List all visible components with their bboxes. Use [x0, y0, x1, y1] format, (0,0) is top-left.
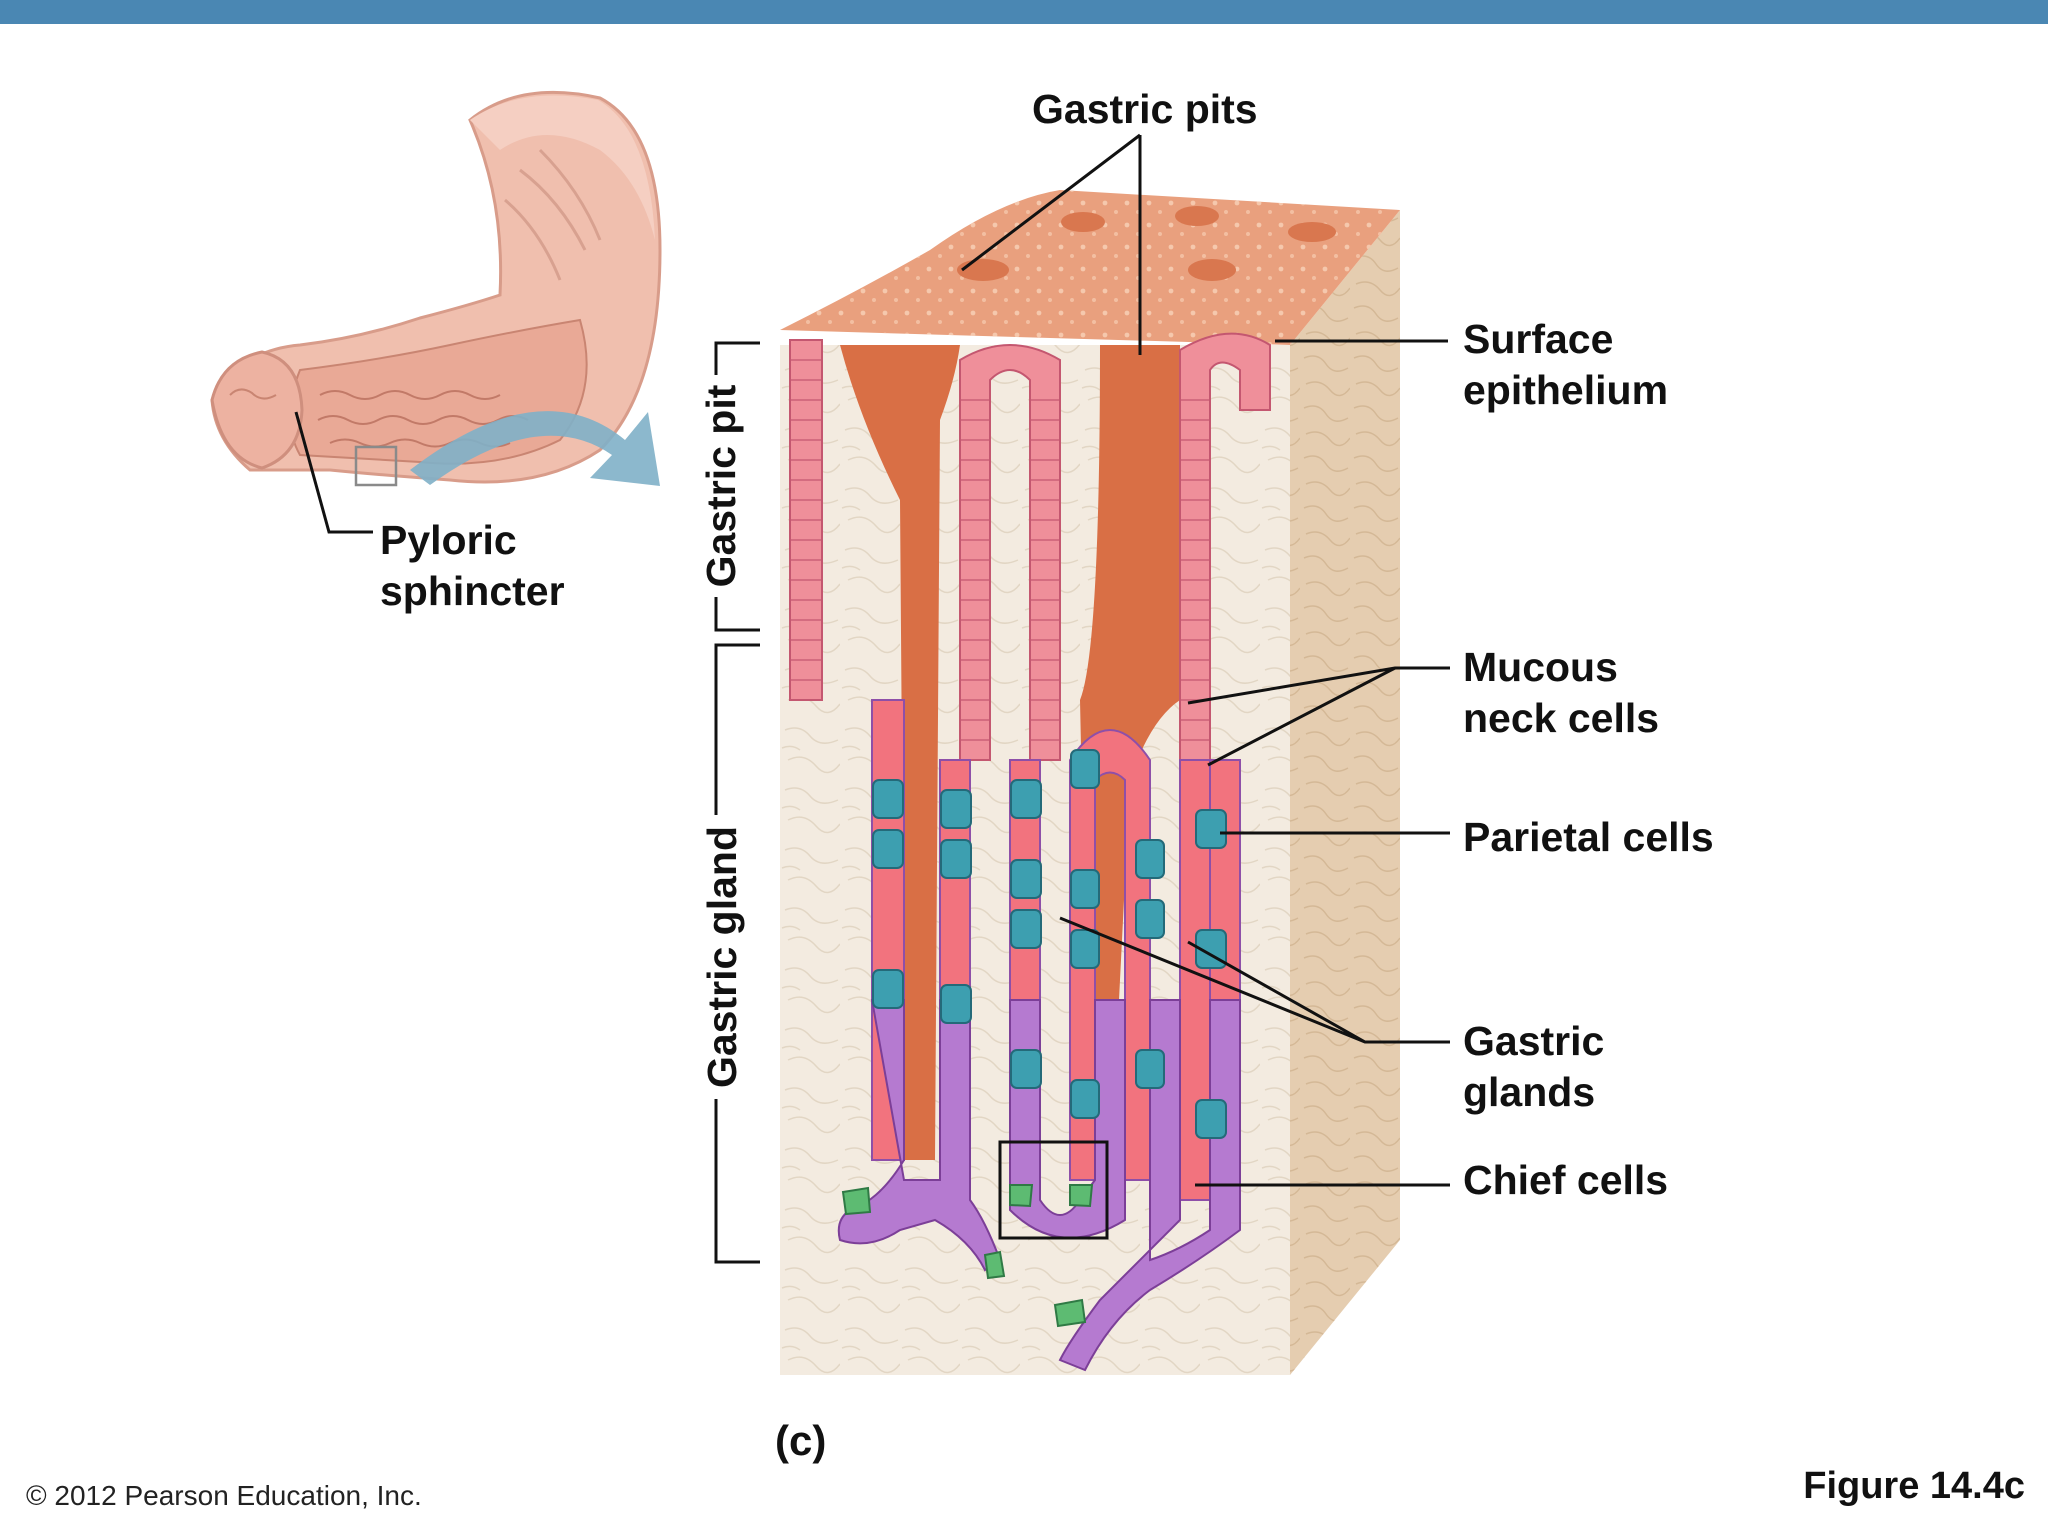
detail-box — [998, 1140, 1109, 1240]
stomach-folds — [504, 148, 602, 281]
stomach-illustration — [210, 90, 662, 487]
pit-opening — [1188, 259, 1236, 281]
label-surface-epithelium-line2: epithelium — [1463, 367, 1669, 413]
label-parietal-cells: Parietal cells — [1463, 814, 1714, 860]
pit-opening — [1288, 222, 1336, 242]
label-gastric-glands-line1: Gastric — [1463, 1018, 1605, 1064]
label-gastric-glands: Gastric glands — [1463, 1016, 1604, 1118]
label-surface-epithelium: Surface epithelium — [1463, 314, 1668, 416]
panel-label: (c) — [775, 1417, 827, 1464]
stomach-fundus — [470, 95, 655, 240]
label-pyloric-sphincter: Pyloric sphincter — [380, 515, 565, 617]
pit-opening — [957, 259, 1009, 281]
label-gastric-pits: Gastric pits — [1032, 86, 1258, 132]
zoom-arrow — [410, 411, 660, 486]
label-pyloric-line2: sphincter — [380, 568, 565, 614]
slide-top-bar — [0, 0, 2048, 24]
copyright-notice: © 2012 Pearson Education, Inc. — [26, 1480, 422, 1511]
label-gastric-gland: Gastric gland — [699, 815, 745, 1099]
label-surface-epithelium-line1: Surface — [1463, 316, 1614, 362]
label-mucous-neck-line1: Mucous — [1463, 644, 1618, 690]
zoom-box — [354, 445, 398, 487]
gland-base-cells — [841, 1184, 1094, 1328]
leader-lines — [294, 133, 1450, 1187]
label-gastric-pit: Gastric pit — [698, 375, 744, 597]
pit-opening — [1175, 206, 1219, 226]
label-mucous-neck-cells: Mucous neck cells — [1463, 642, 1659, 744]
label-mucous-neck-line2: neck cells — [1463, 695, 1660, 741]
pyloric-region — [210, 350, 304, 470]
pit-opening — [1061, 212, 1105, 232]
label-gastric-glands-line2: glands — [1463, 1069, 1596, 1115]
mucosa-block — [780, 190, 1400, 1375]
label-pyloric-line1: Pyloric — [380, 517, 517, 563]
pit-lumen — [800, 345, 960, 1160]
label-chief-cells: Chief cells — [1463, 1157, 1669, 1203]
parietal-cells — [872, 749, 1227, 1139]
figure-number: Figure 14.4c — [1803, 1465, 2025, 1507]
